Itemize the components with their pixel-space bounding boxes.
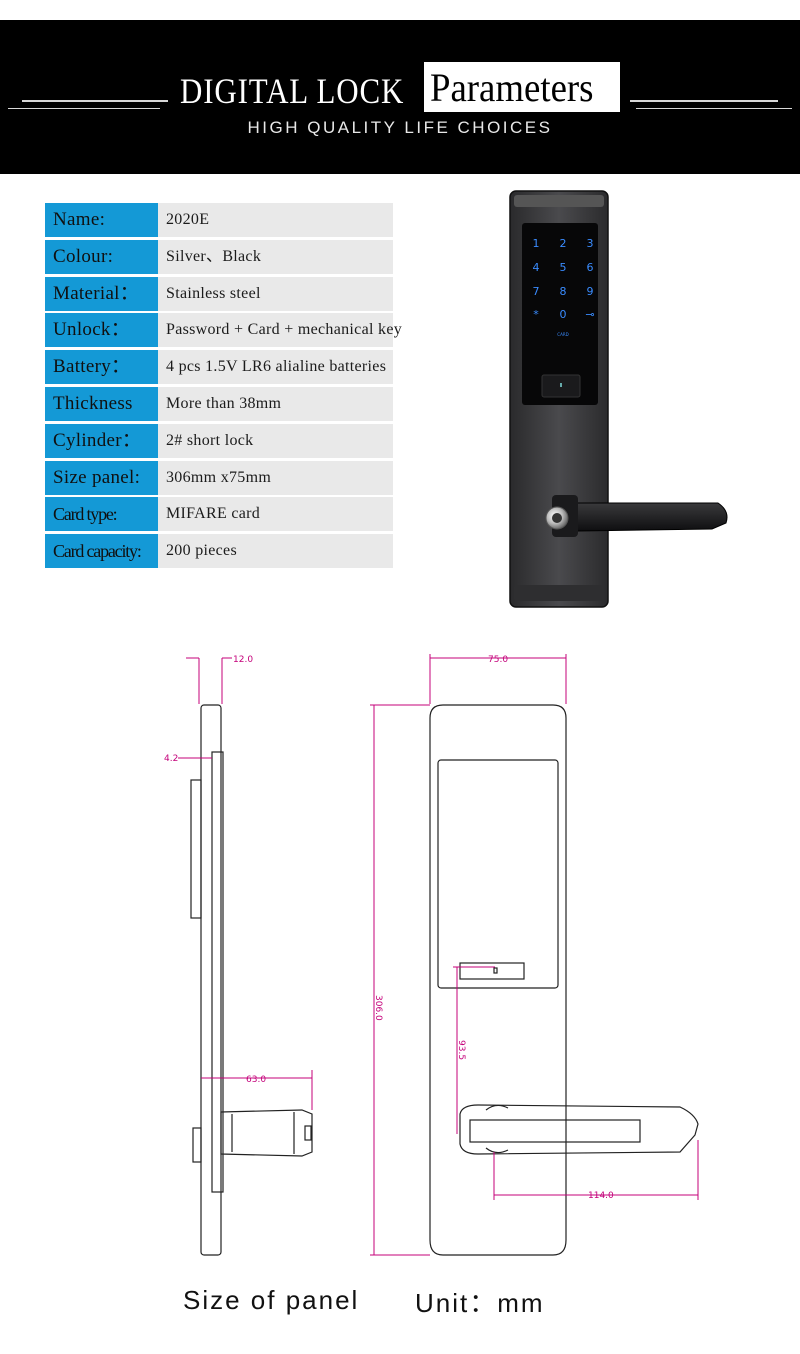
title-parameters-box bbox=[424, 62, 620, 112]
spec-value: 200 pieces bbox=[158, 534, 393, 569]
keypad-key: 5 bbox=[560, 261, 567, 274]
spec-row: Battery：4 pcs 1.5V LR6 alialine batterie… bbox=[45, 350, 393, 385]
banner-rule-left bbox=[22, 100, 168, 102]
technical-drawing: 12.0 4.2 63.0 75.0 306.0 93.5 114.0 bbox=[164, 654, 699, 1256]
lock-panel-bottom-shape bbox=[514, 585, 604, 601]
spec-label: Name: bbox=[45, 203, 158, 237]
keypad-key: 2 bbox=[560, 237, 567, 250]
card-slot-led-shape bbox=[560, 383, 562, 387]
front-view-card-slot-shape bbox=[459, 962, 525, 980]
front-view-panel-shape bbox=[429, 704, 567, 1256]
spec-label: Unlock： bbox=[45, 313, 158, 348]
keypad-key: 3 bbox=[587, 237, 594, 250]
spec-row: Size panel:306mm x75mm bbox=[45, 460, 393, 495]
spec-table: Name:2020E Colour:Silver、Black Material：… bbox=[45, 203, 402, 571]
spec-row: Colour:Silver、Black bbox=[45, 239, 393, 274]
dim-panel-height: 306.0 bbox=[373, 995, 383, 1021]
banner-rule-left-lower bbox=[8, 108, 160, 109]
keypad-key: 8 bbox=[560, 285, 567, 298]
spec-value: Silver、Black bbox=[158, 239, 393, 274]
dim-side-thickness: 12.0 bbox=[233, 655, 253, 665]
dim-handle-length: 114.0 bbox=[588, 1191, 614, 1201]
spec-value: 4 pcs 1.5V LR6 alialine batteries bbox=[158, 350, 393, 385]
spec-row: Material：Stainless steel bbox=[45, 276, 393, 311]
spec-row: Unlock：Password + Card + mechanical key bbox=[45, 313, 402, 348]
spec-value: 2020E bbox=[158, 203, 393, 237]
spec-label: Colour: bbox=[45, 239, 158, 274]
front-view-led-shape bbox=[493, 967, 498, 974]
spec-row: Cylinder：2# short lock bbox=[45, 423, 393, 458]
keypad-key: * bbox=[533, 308, 539, 321]
spec-label: Card type: bbox=[45, 497, 158, 532]
spec-label: Size panel: bbox=[45, 460, 158, 495]
keypad-key: 9 bbox=[587, 285, 594, 298]
front-view-rose-shape bbox=[485, 1104, 509, 1154]
dim-side-offset: 4.2 bbox=[164, 754, 178, 764]
header-banner: DIGITAL LOCK Parameters HIGH QUALITY LIF… bbox=[0, 20, 800, 174]
title-parameters: Parameters bbox=[430, 65, 594, 110]
keypad-key: 4 bbox=[533, 261, 540, 274]
side-view-back-plate-shape bbox=[190, 779, 202, 919]
banner-rule-right bbox=[630, 100, 778, 102]
spec-value: 2# short lock bbox=[158, 423, 393, 458]
spec-value: More than 38mm bbox=[158, 386, 393, 421]
spec-label: Cylinder： bbox=[45, 423, 158, 458]
lock-product-image: 1 2 3 4 5 6 7 8 9 * 0 ⊸ CARD bbox=[509, 190, 728, 608]
front-view-lever-inner-shape bbox=[469, 1119, 641, 1143]
spec-label: Thickness bbox=[45, 386, 158, 421]
side-view-inner-shape bbox=[211, 751, 224, 1193]
banner-rule-right-lower bbox=[636, 108, 792, 109]
spec-value: MIFARE card bbox=[158, 497, 393, 532]
keypad-keys: 1 2 3 4 5 6 7 8 9 * 0 ⊸ bbox=[533, 237, 595, 321]
side-view-handle-shape bbox=[220, 1109, 313, 1157]
side-view-rose-shape bbox=[192, 1127, 202, 1163]
key-cylinder-core-shape bbox=[552, 513, 562, 523]
lever-handle-shape bbox=[561, 502, 728, 532]
keypad-key: 1 bbox=[533, 237, 540, 250]
side-view-panel-shape bbox=[200, 704, 222, 1256]
title-digital-lock: DIGITAL LOCK bbox=[180, 71, 405, 111]
dim-handle-offset: 93.5 bbox=[456, 1040, 466, 1060]
keypad-glass-shape bbox=[522, 223, 598, 405]
spec-value: Password + Card + mechanical key bbox=[158, 313, 402, 348]
spec-row: Name:2020E bbox=[45, 203, 393, 237]
spec-row: Card capacity:200 pieces bbox=[45, 534, 393, 569]
dim-handle-depth: 63.0 bbox=[246, 1075, 266, 1085]
spec-value: 306mm x75mm bbox=[158, 460, 393, 495]
front-view-lever-shape bbox=[459, 1104, 699, 1155]
spec-label: Battery： bbox=[45, 350, 158, 385]
keypad-key: ⊸ bbox=[585, 308, 594, 321]
dim-panel-width: 75.0 bbox=[488, 655, 508, 665]
keypad-key: 6 bbox=[587, 261, 594, 274]
caption-size-of-panel: Size of panel bbox=[183, 1285, 360, 1315]
lock-panel-top-shape bbox=[514, 195, 604, 207]
caption-unit: Unit：mm bbox=[415, 1288, 545, 1318]
subtitle: HIGH QUALITY LIFE CHOICES bbox=[247, 118, 553, 137]
side-view-handle-tip-shape bbox=[304, 1125, 312, 1141]
front-view-screen-shape bbox=[437, 759, 559, 989]
spec-value: Stainless steel bbox=[158, 276, 393, 311]
keypad-key: 7 bbox=[533, 285, 540, 298]
spec-label: Material： bbox=[45, 276, 158, 311]
keypad-key: 0 bbox=[560, 308, 567, 321]
spec-row: Card type:MIFARE card bbox=[45, 497, 393, 532]
keypad-card-label: CARD bbox=[557, 332, 568, 337]
spec-label: Card capacity: bbox=[45, 534, 158, 569]
